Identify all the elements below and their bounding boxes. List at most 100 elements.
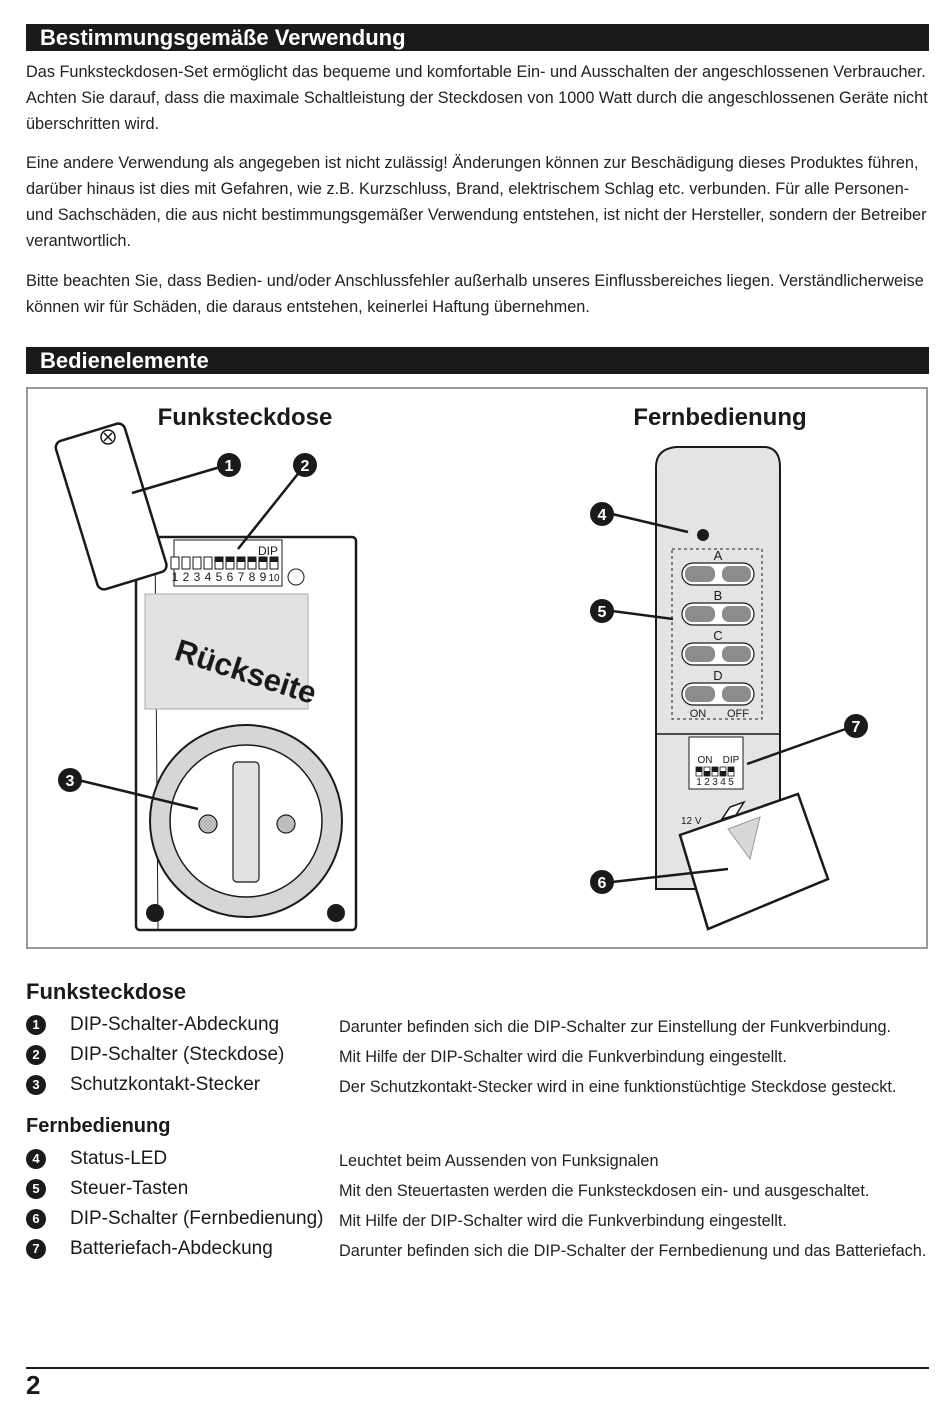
battery-label: 12 V [681, 816, 702, 827]
remote-dip-number: 4 [720, 777, 726, 788]
legend-number: 2 [26, 1045, 46, 1065]
legend-item-description: Darunter befinden sich die DIP-Schalter … [339, 1018, 892, 1036]
socket-dip-switch [170, 556, 180, 570]
legend-item-name: Schutzkontakt-Stecker [70, 1074, 261, 1095]
paragraph-usage-2: Eine andere Verwendung als angegeben ist… [26, 154, 927, 250]
callout-badge [844, 714, 868, 738]
remote-off-button[interactable] [722, 686, 751, 702]
legend-item-description: Darunter befinden sich die DIP-Schalter … [339, 1242, 927, 1260]
socket-dip-switch-lever [259, 557, 267, 562]
remote-on-button[interactable] [685, 686, 715, 702]
legend-item-description: Leuchtet beim Aussenden von Funksignalen [339, 1152, 659, 1170]
callout-badge [590, 599, 614, 623]
legend-item-name: Batteriefach-Abdeckung [70, 1238, 273, 1259]
remote-dip-label: DIP [723, 755, 740, 766]
remote-button-letter: A [714, 548, 723, 563]
socket-dip-switch-lever [270, 557, 278, 562]
socket-dip-number: 5 [216, 570, 223, 584]
callout-number: 1 [225, 458, 234, 475]
socket-dip-number: 9 [260, 570, 267, 584]
legend-item-name: Status-LED [70, 1148, 168, 1169]
remote-off-button[interactable] [722, 606, 751, 622]
socket-dip-number: 8 [249, 570, 256, 584]
legend-number: 1 [26, 1015, 46, 1035]
socket-dip-number: 10 [268, 573, 280, 584]
remote-dip-number: 1 [696, 777, 702, 788]
callout-number: 5 [598, 604, 607, 621]
remote-on-button[interactable] [685, 646, 715, 662]
remote-dip-switch-lever [696, 767, 702, 772]
legend-number: 6 [26, 1209, 46, 1229]
remote-dip-switch-lever [720, 771, 726, 776]
legend-item-name: DIP-Schalter-Abdeckung [70, 1014, 280, 1035]
socket-dip-switch-lever [215, 557, 223, 562]
legend-item-description: Mit den Steuertasten werden die Funkstec… [339, 1182, 870, 1200]
remote-off-button[interactable] [722, 646, 751, 662]
remote-dip-on-label: ON [698, 755, 713, 766]
remote-dip-number: 3 [712, 777, 718, 788]
page-number: 2 [26, 1370, 41, 1400]
legend-title-remote: Fernbedienung [26, 1115, 171, 1137]
legend-number: 4 [26, 1149, 46, 1169]
legend-number: 3 [26, 1075, 46, 1095]
socket-dip-label: DIP [258, 544, 278, 558]
legend-item-description: Mit Hilfe der DIP-Schalter wird die Funk… [339, 1048, 787, 1066]
socket-dip-number: 3 [194, 570, 201, 584]
callout-number: 4 [598, 507, 607, 524]
legend-item-description: Der Schutzkontakt-Stecker wird in eine f… [339, 1078, 897, 1096]
paragraph-usage-1: Das Funksteckdosen-Set ermöglicht das be… [26, 63, 928, 133]
battery-cover [678, 792, 830, 931]
socket-dip-number: 4 [205, 570, 212, 584]
legend-number: 7 [26, 1239, 46, 1259]
legend-number: 5 [26, 1179, 46, 1199]
remote-dip-switch-lever [712, 767, 718, 772]
socket-dip-number: 1 [172, 570, 179, 584]
footer-rule [26, 1367, 929, 1369]
socket-dip-switch-lever [248, 557, 256, 562]
callout-number: 6 [598, 875, 607, 892]
remote-on-button[interactable] [685, 566, 715, 582]
legend-item-dip-cover: 1 DIP-Schalter-Abdeckung Darunter befind… [26, 1010, 936, 1040]
remote-dip-number: 5 [728, 777, 734, 788]
legend-item-name: DIP-Schalter (Fernbedienung) [70, 1208, 324, 1229]
callout-lines [77, 463, 855, 884]
legend-item-control-keys: 5 Steuer-Tasten Mit den Steuertasten wer… [26, 1174, 936, 1204]
callout-badge [590, 502, 614, 526]
socket-dip-number: 2 [183, 570, 190, 584]
callout-number: 2 [301, 458, 310, 475]
callout-badge [590, 870, 614, 894]
socket-dip-switch-lever [237, 557, 245, 562]
legend-item-name: Steuer-Tasten [70, 1178, 189, 1199]
remote-on-button[interactable] [685, 606, 715, 622]
remote-off-label: OFF [727, 708, 749, 720]
remote-dip-number: 2 [704, 777, 710, 788]
remote-title: Fernbedienung [633, 404, 806, 431]
socket-dip-number: 7 [238, 570, 245, 584]
remote-dip-switch-lever [728, 767, 734, 772]
legend-item-status-led: 4 Status-LED Leuchtet beim Aussenden von… [26, 1144, 936, 1174]
remote-dip-switch-lever [704, 771, 710, 776]
remote-button-letter: C [713, 628, 722, 643]
legend-item-battery-cover: 7 Batteriefach-Abdeckung Darunter befind… [26, 1234, 936, 1264]
socket-dip-switch [192, 556, 202, 570]
socket-dip-switch [203, 556, 213, 570]
paragraph-usage-3: Bitte beachten Sie, dass Bedien- und/ode… [26, 272, 924, 316]
legend-item-plug: 3 Schutzkontakt-Stecker Der Schutzkontak… [26, 1070, 936, 1100]
callout-number: 7 [852, 719, 861, 736]
legend-item-name: DIP-Schalter (Steckdose) [70, 1044, 285, 1065]
callout-number: 3 [66, 773, 75, 790]
legend-title-socket: Funksteckdose [26, 979, 187, 1004]
remote-off-button[interactable] [722, 566, 751, 582]
callout-badge [293, 453, 317, 477]
dip-cover [54, 422, 168, 591]
section-header-controls: Bedienelemente [26, 347, 929, 374]
remote-button-letter: B [714, 588, 723, 603]
section-header-usage: Bestimmungsgemäße Verwendung [26, 24, 929, 51]
